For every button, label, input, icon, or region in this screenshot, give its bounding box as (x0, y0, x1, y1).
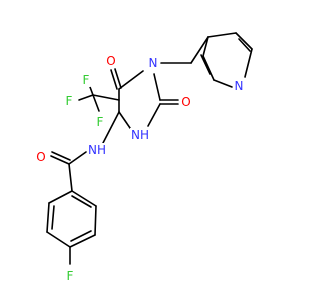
bond (69, 234, 96, 248)
atom-label-background (95, 115, 105, 129)
bonds (46, 32, 253, 265)
bond (114, 68, 122, 89)
fluorine-atom-cf3-left: F (66, 94, 73, 108)
bond (200, 54, 211, 75)
nitrogen-atom-ring-top: N (149, 56, 158, 70)
bond (51, 205, 55, 230)
bond (102, 111, 120, 144)
nitrogen-atom-pyridine: N (235, 79, 244, 93)
bond (147, 103, 161, 127)
bond (202, 55, 215, 81)
bond (78, 94, 94, 101)
bond (71, 190, 97, 207)
oxygen-atom-amide: O (36, 150, 45, 164)
bond (153, 73, 161, 101)
bond (46, 202, 50, 233)
atom-label-background (180, 95, 192, 109)
chemical-structure: O N O N F F F NH NH O F (35, 32, 253, 283)
fluorine-atom-cf3-top: F (83, 73, 90, 87)
bond (238, 38, 251, 52)
atom-label-background (233, 79, 245, 93)
bond (46, 231, 71, 248)
nh-amide: NH (88, 143, 106, 157)
bond (48, 190, 73, 204)
atom-label-background (81, 73, 91, 87)
atom-label-background (147, 56, 159, 70)
bond (190, 36, 209, 64)
atom-labels: O N O N F F F NH NH O F (35, 54, 245, 283)
bond (94, 205, 97, 236)
oxygen-atom-right: O (181, 95, 190, 109)
bond (244, 48, 253, 78)
bond (68, 151, 87, 165)
bond (202, 36, 209, 57)
bond (92, 94, 120, 101)
atom-label-background (87, 143, 107, 157)
oxygen-atom-top: O (106, 54, 115, 68)
atom-label-background (64, 94, 74, 108)
bond (235, 32, 253, 50)
bond (89, 86, 94, 96)
bond (68, 163, 73, 192)
bond (50, 155, 70, 165)
bond (118, 111, 131, 129)
bond (92, 94, 100, 112)
atom-label-background (35, 150, 47, 164)
fluorine-atom-para: F (67, 269, 74, 283)
bond (110, 69, 118, 90)
bond (70, 230, 92, 242)
bond (207, 32, 237, 38)
atom-label-background (105, 54, 117, 68)
bond (71, 195, 92, 208)
fluorine-atom-cf3-mid: F (97, 115, 104, 129)
atom-label-background (130, 128, 150, 142)
bond (51, 151, 71, 161)
bond (213, 79, 233, 88)
nh-ring: NH (131, 128, 149, 142)
bond (118, 70, 144, 90)
atom-label-background (65, 269, 75, 283)
